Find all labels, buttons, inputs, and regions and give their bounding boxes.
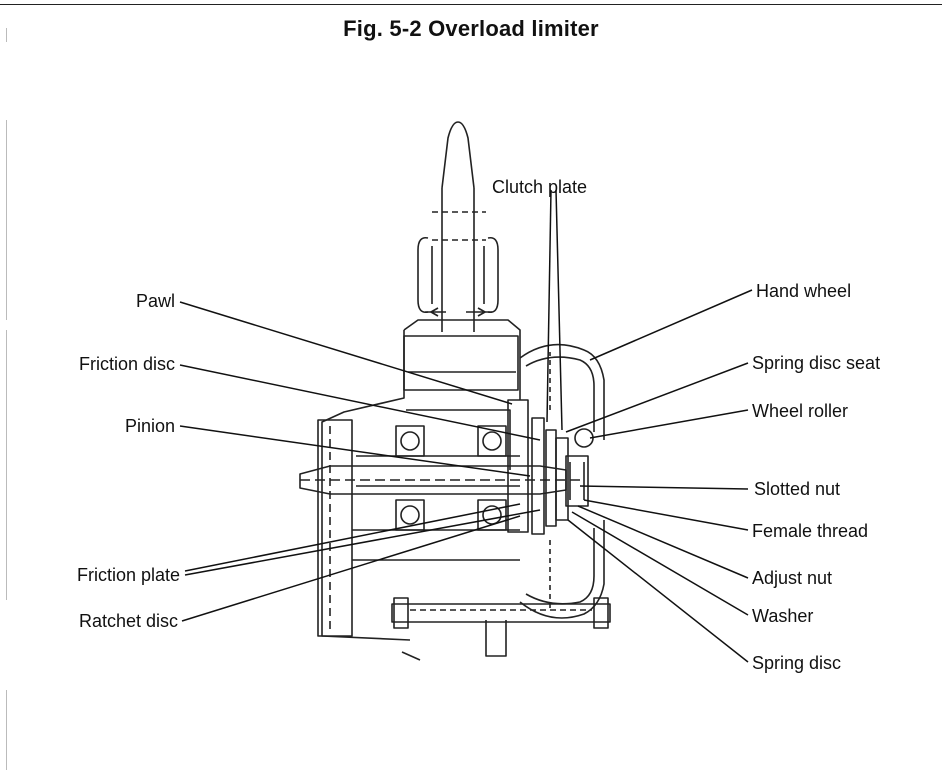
housing-left (321, 330, 411, 641)
housing-cap (403, 335, 519, 391)
adjust-nut-body (565, 455, 589, 507)
top-rule (0, 4, 942, 5)
leader-pawl (179, 301, 513, 405)
housing-top (403, 319, 521, 400)
label-spring-disc-seat: Spring disc seat (752, 353, 881, 373)
label-adjust-nut: Adjust nut (752, 568, 833, 588)
friction-disc-body (545, 429, 557, 527)
label-pinion: Pinion (124, 416, 175, 436)
margin-mark (6, 330, 7, 600)
leader-wheel-roller (589, 409, 749, 439)
spring-disc-body (555, 437, 569, 521)
bearing-bottom-right (477, 499, 507, 531)
label-slotted-nut: Slotted nut (754, 479, 841, 499)
leader-adjust-nut (577, 505, 749, 579)
label-female-thread: Female thread (752, 521, 869, 541)
label-friction-plate: Friction plate (76, 565, 180, 585)
leader-clutch-plate (555, 189, 563, 431)
leader-slotted-nut (579, 485, 749, 490)
leader-friction-disc (179, 364, 541, 441)
ratchet-disc-body (507, 399, 529, 533)
label-wheel-roller: Wheel roller (752, 401, 849, 421)
leader-friction-plate (184, 509, 541, 576)
hand-wheel-upper (519, 343, 605, 440)
label-clutch-plate: Clutch plate (492, 177, 588, 197)
label-ratchet-disc: Ratchet disc (78, 611, 178, 631)
label-friction-disc: Friction disc (78, 354, 175, 374)
handle-tip (441, 121, 475, 189)
leader-spring-disc-seat (565, 362, 749, 433)
bearing-top-left (395, 425, 425, 457)
housing-left-plate (317, 419, 353, 637)
figure-title: Fig. 5-2 Overload limiter (343, 16, 599, 41)
margin-mark (6, 120, 7, 320)
bearing-top-right (477, 425, 507, 457)
margin-mark (6, 690, 7, 770)
hand-wheel-lower (519, 520, 605, 619)
bottom-bolt (391, 603, 611, 623)
leader-hand-wheel (589, 289, 753, 361)
leader-spring-disc (567, 519, 749, 663)
label-pawl: Pawl (135, 291, 175, 311)
handle-grip-left (417, 236, 429, 314)
handle-grip-right (487, 236, 499, 314)
margin-mark (6, 28, 7, 42)
bearing-bottom-left (395, 499, 425, 531)
leader-pinion (179, 425, 531, 477)
clutch-plate-body (531, 417, 545, 535)
leader-washer (571, 511, 749, 616)
label-hand-wheel: Hand wheel (756, 281, 852, 301)
label-washer: Washer (752, 606, 814, 626)
leader-clutch-plate (546, 189, 552, 423)
leader-friction-plate (184, 503, 521, 572)
leader-female-thread (583, 499, 749, 531)
label-spring-disc: Spring disc (752, 653, 842, 673)
leader-ratchet-disc (181, 515, 521, 622)
